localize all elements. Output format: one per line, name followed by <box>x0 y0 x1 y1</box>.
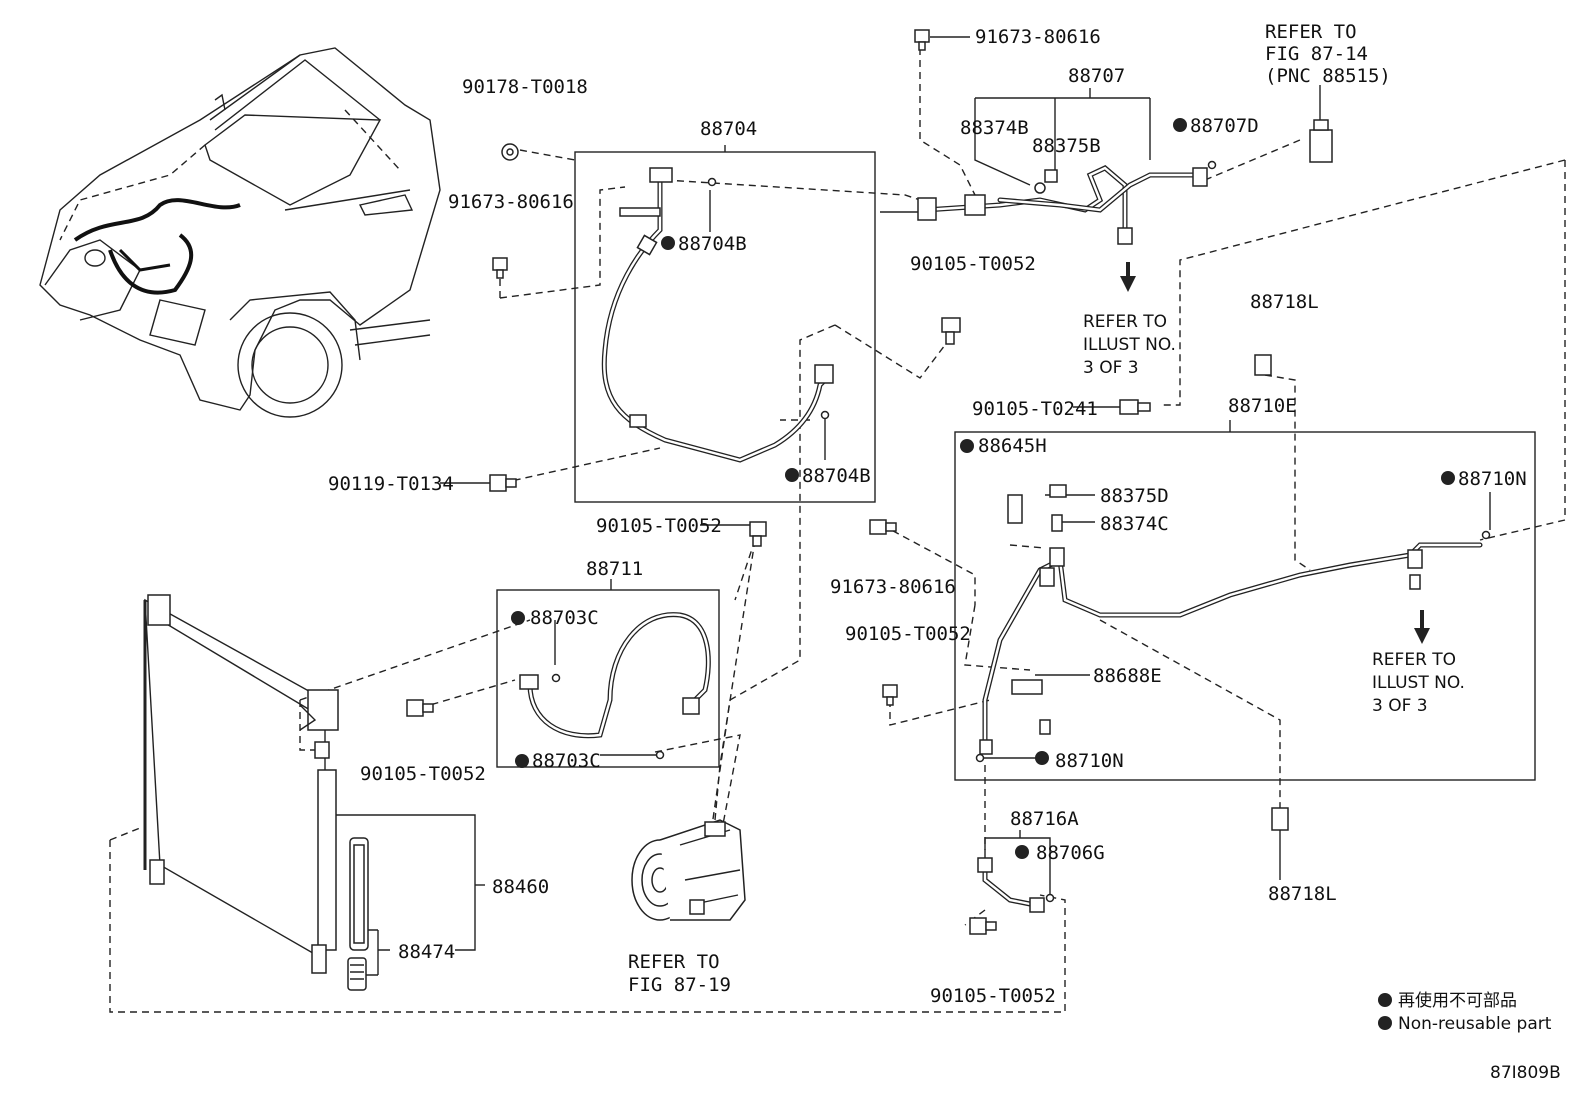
compressor <box>631 819 746 921</box>
label-refer-illust-b-line2: ILLUST NO. <box>1372 673 1465 693</box>
label-88711: 88711 <box>586 558 643 580</box>
figure-id: 87I809B <box>1490 1063 1561 1083</box>
label-90105-T0052-b: 90105-T0052 <box>596 515 722 537</box>
label-90178-T0018: 90178-T0018 <box>462 76 588 98</box>
vehicle-ac-lines <box>73 198 241 295</box>
label-90105-T0052-a: 90105-T0052 <box>910 253 1036 275</box>
label-88716A: 88716A <box>1010 808 1079 830</box>
label-88707: 88707 <box>1068 65 1125 87</box>
label-91673-80616-top: 91673-80616 <box>975 26 1101 48</box>
arrow-down-a <box>1120 262 1136 292</box>
label-refer-illust-b-line3: 3 OF 3 <box>1372 696 1428 716</box>
label-88375B: 88375B <box>1032 135 1101 157</box>
label-88718L-top: 88718L <box>1250 291 1319 313</box>
label-88704B-lower: 88704B <box>802 465 871 487</box>
clip-88718L-bottom <box>1271 807 1289 831</box>
legend: 再使用不可部品 Non-reusable part <box>1378 990 1552 1034</box>
tube-88716A <box>977 845 1055 913</box>
label-88707D: 88707D <box>1190 115 1259 137</box>
label-90105-T0052-e: 90105-T0052 <box>930 985 1056 1007</box>
label-88688E: 88688E <box>1093 665 1162 687</box>
fasteners <box>406 29 1430 935</box>
box-88704 <box>574 151 876 503</box>
label-refer-fig-87-14-line2: FIG 87-14 <box>1265 43 1368 65</box>
tube-88707 <box>917 118 1217 245</box>
legend-bullet-1 <box>1378 993 1392 1007</box>
legend-line-1: 再使用不可部品 <box>1398 990 1517 1011</box>
bolt-91673-80616-top <box>914 29 930 51</box>
bolt-90105-T0052-d <box>882 684 898 706</box>
label-88460: 88460 <box>492 876 549 898</box>
bolt-90105-T0241 <box>1119 399 1151 415</box>
label-88474: 88474 <box>398 941 455 963</box>
label-90105-T0241: 90105-T0241 <box>972 398 1098 420</box>
label-88718L-bottom: 88718L <box>1268 883 1337 905</box>
label-refer-fig-87-19-line2: FIG 87-19 <box>628 974 731 996</box>
switch-ref-fig-87-14 <box>1309 119 1333 163</box>
hose-88711 <box>511 611 711 768</box>
label-88374C: 88374C <box>1100 513 1169 535</box>
label-90105-T0052-c: 90105-T0052 <box>845 623 971 645</box>
label-90119-T0134: 90119-T0134 <box>328 473 454 495</box>
label-88710E: 88710E <box>1228 395 1297 417</box>
label-90105-T0052-d: 90105-T0052 <box>360 763 486 785</box>
label-88375D: 88375D <box>1100 485 1169 507</box>
label-88374B: 88374B <box>960 117 1029 139</box>
label-88645H: 88645H <box>978 435 1047 457</box>
tube-88710E <box>960 439 1491 765</box>
label-refer-fig-87-14-line1: REFER TO <box>1265 21 1357 43</box>
box-88710E <box>954 431 1536 781</box>
hose-88704 <box>601 167 834 482</box>
bolt-90105-T0052-a <box>941 317 961 345</box>
label-91673-80616-left: 91673-80616 <box>448 191 574 213</box>
bolt-90105-T0052-e <box>969 917 997 935</box>
part-labels: 91673-80616 88707 REFER TO FIG 87-14 (PN… <box>328 21 1527 1007</box>
legend-bullet-2 <box>1378 1016 1392 1030</box>
kit-88474 <box>347 837 369 991</box>
bolt-90105-T0052-c <box>406 699 434 717</box>
label-refer-fig-87-19-line1: REFER TO <box>628 951 720 973</box>
condenser-88460 <box>143 594 339 974</box>
label-refer-fig-87-14-line3: (PNC 88515) <box>1265 65 1391 87</box>
label-88706G: 88706G <box>1036 842 1105 864</box>
bolt-91673-80616-left <box>492 257 508 279</box>
dashed-leaders <box>109 48 1566 1013</box>
clip-88718L-top <box>1254 354 1272 376</box>
label-88704B-upper: 88704B <box>678 233 747 255</box>
bolt-90105-T0052-b <box>749 521 767 547</box>
nut-90178-T0018 <box>501 143 519 161</box>
arrow-down-b <box>1414 610 1430 644</box>
label-refer-illust-b-line1: REFER TO <box>1372 650 1456 670</box>
box-88711 <box>496 589 720 768</box>
label-88710N-lower: 88710N <box>1055 750 1124 772</box>
bolt-90119-T0134 <box>489 474 517 492</box>
bolt-91673-80616-mid <box>869 519 897 535</box>
label-88703C-lower: 88703C <box>532 750 601 772</box>
label-88704: 88704 <box>700 118 757 140</box>
label-refer-illust-a-line1: REFER TO <box>1083 312 1167 332</box>
label-88710N-right: 88710N <box>1458 468 1527 490</box>
solid-leaders <box>335 36 1491 976</box>
label-91673-80616-mid: 91673-80616 <box>830 576 956 598</box>
label-refer-illust-a-line2: ILLUST NO. <box>1083 335 1176 355</box>
legend-line-2: Non-reusable part <box>1398 1014 1552 1034</box>
vehicle-illustration <box>39 47 441 418</box>
label-refer-illust-a-line3: 3 OF 3 <box>1083 358 1139 378</box>
label-88703C-upper: 88703C <box>530 607 599 629</box>
